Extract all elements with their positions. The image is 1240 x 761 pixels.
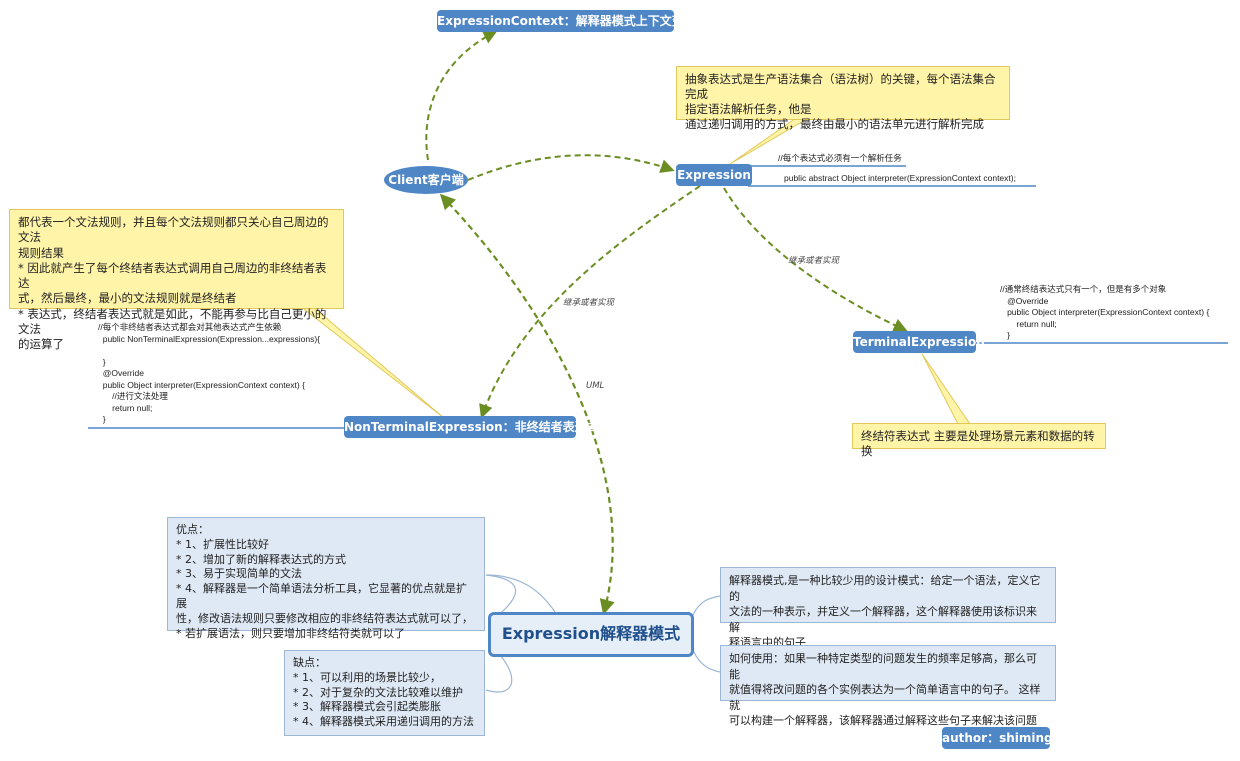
nonterminal-note-line: * 因此就产生了每个终结者表达式调用自己周边的非终结者表达 bbox=[18, 260, 327, 291]
author-node[interactable]: author：shiming bbox=[942, 727, 1053, 749]
nonterminal-expression-node[interactable]: NonTerminalExpression：非终结者表达式 bbox=[344, 416, 599, 438]
abstract-note-line: 通过递归调用的方式，最终由最小的语法单元进行解析完成 bbox=[685, 117, 984, 131]
usage-line: 如何使用：如果一种特定类型的问题发生的频率足够高，那么可能 bbox=[729, 652, 1037, 681]
root-node[interactable]: Expression解释器模式 bbox=[488, 612, 694, 657]
nonterminal-code-line: public NonTerminalExpression(Expression.… bbox=[98, 333, 321, 344]
nonterminal-code-line: } bbox=[98, 414, 106, 424]
nonterminal-code-line: public Object interpreter(ExpressionCont… bbox=[98, 379, 305, 390]
abstract-expression-note: 抽象表达式是生产语法集合（语法树）的关键，每个语法集合完成指定语法解析任务，他是… bbox=[676, 66, 1010, 131]
nonterminal-code-line: //进行文法处理 bbox=[98, 391, 168, 401]
cons-line: * 4、解释器模式采用递归调用的方法 bbox=[293, 715, 474, 729]
abstract-note-line: 抽象表达式是生产语法集合（语法树）的关键，每个语法集合完成 bbox=[685, 72, 996, 101]
nonterminal-code-line: @Override bbox=[98, 368, 144, 378]
pros-line: * 3、易于实现简单的文法 bbox=[176, 567, 302, 581]
pros-line: * 4、解释器是一个简单语法分析工具，它显著的优点就是扩展 bbox=[176, 582, 467, 610]
link-expression-to-terminal bbox=[723, 187, 908, 332]
usage-box: 如何使用：如果一种特定类型的问题发生的频率足够高，那么可能就值得将改问题的各个实… bbox=[720, 645, 1056, 727]
edge-label-inherit-terminal: 继承或者实现 bbox=[788, 256, 840, 266]
pros-line: * 2、增加了新的解释表达式的方式 bbox=[176, 552, 346, 566]
terminal-note: 终结符表达式 主要是处理场景元素和数据的转换 bbox=[852, 423, 1106, 458]
link-client-to-expression bbox=[467, 154, 675, 181]
terminal-code: //通常终结表达式只有一个，但是有多个对象 @Override public O… bbox=[1000, 284, 1209, 342]
nonterminal-note-line: 的运算了 bbox=[18, 337, 64, 352]
edge-label-uml: UML bbox=[586, 381, 605, 391]
definition-box: 解释器模式,是一种比较少用的设计模式：给定一个语法，定义它的文法的一种表示，并定… bbox=[720, 567, 1056, 649]
nonterminal-note-line: * 表达式，终结者表达式就是如此，不能再参与比自己更小的文法 bbox=[18, 306, 327, 337]
cons-line: * 2、对于复杂的文法比较难以维护 bbox=[293, 685, 463, 699]
abstract-note-line: 指定语法解析任务，他是 bbox=[685, 102, 812, 116]
terminal-code-line: return null; bbox=[1000, 318, 1057, 329]
nonterminal-code-line: return null; bbox=[98, 402, 153, 413]
terminal-code-line: } bbox=[1000, 330, 1010, 340]
usage-line: 就值得将改问题的各个实例表达为一个简单语言中的句子。 这样就 bbox=[729, 683, 1041, 712]
pros-line: 性，修改语法规则只要修改相应的非终结符表达式就可以了， bbox=[176, 611, 473, 625]
nonterminal-note-line: 规则结果 bbox=[18, 245, 64, 260]
terminal-expression-node[interactable]: TerminalExpression bbox=[853, 331, 985, 353]
expression-node[interactable]: Expression bbox=[676, 164, 752, 186]
edge-label-inherit-nonterminal: 继承或者实现 bbox=[563, 298, 615, 308]
definition-line: 文法的一种表示，并定义一个解释器，这个解释器使用该标识来解 bbox=[729, 605, 1037, 634]
expression-signature: public abstract Object interpreter(Expre… bbox=[784, 173, 1016, 183]
pros-line: * 若扩展语法，则只要增加非终结符类就可以了 bbox=[176, 626, 405, 640]
cons-line: * 1、可以利用的场景比较少， bbox=[293, 670, 441, 684]
pros-box: 优点： * 1、扩展性比较好 * 2、增加了新的解释表达式的方式 * 3、易于实… bbox=[167, 517, 485, 640]
nonterminal-note: 都代表一个文法规则，并且每个文法规则都只关心自己周边的文法规则结果 * 因此就产… bbox=[9, 209, 344, 351]
cons-line: 缺点： bbox=[293, 656, 326, 669]
nonterminal-code-line bbox=[98, 345, 320, 357]
terminal-code-line: public Object interpreter(ExpressionCont… bbox=[1000, 307, 1210, 317]
link-root-to-client-uml bbox=[439, 193, 615, 615]
nonterminal-code-line: //每个非终结者表达式都会对其他表达式产生依赖 bbox=[98, 322, 282, 332]
nonterminal-note-line: 都代表一个文法规则，并且每个文法规则都只关心自己周边的文法 bbox=[18, 215, 329, 245]
expression-comment: //每个表达式必须有一个解析任务 bbox=[778, 153, 902, 163]
pros-line: * 1、扩展性比较好 bbox=[176, 537, 269, 551]
nonterminal-code: //每个非终结者表达式都会对其他表达式产生依赖 public NonTermin… bbox=[98, 322, 320, 426]
note-pointer-terminal bbox=[921, 353, 971, 425]
client-node[interactable]: Client客户端 bbox=[384, 166, 468, 194]
nonterminal-code-line: } bbox=[98, 356, 106, 367]
terminal-code-line: @Override bbox=[1000, 295, 1049, 306]
cons-line: * 3、解释器模式会引起类膨胀 bbox=[293, 700, 441, 714]
definition-line: 解释器模式,是一种比较少用的设计模式：给定一个语法，定义它的 bbox=[729, 574, 1041, 603]
nonterminal-note-line: 式，然后最终，最小的文法规则就是终结者 bbox=[18, 291, 237, 306]
cons-box: 缺点： * 1、可以利用的场景比较少， * 2、对于复杂的文法比较难以维护 * … bbox=[284, 650, 485, 736]
pros-line: 优点： bbox=[176, 523, 209, 536]
link-client-to-context bbox=[425, 30, 498, 161]
expression-context-node[interactable]: ExpressionContext：解释器模式上下文变量 bbox=[437, 10, 696, 32]
terminal-code-line: //通常终结表达式只有一个，但是有多个对象 bbox=[1000, 284, 1167, 294]
usage-line: 可以构建一个解释器，该解释器通过解释这些句子来解决该问题 bbox=[729, 714, 1037, 727]
